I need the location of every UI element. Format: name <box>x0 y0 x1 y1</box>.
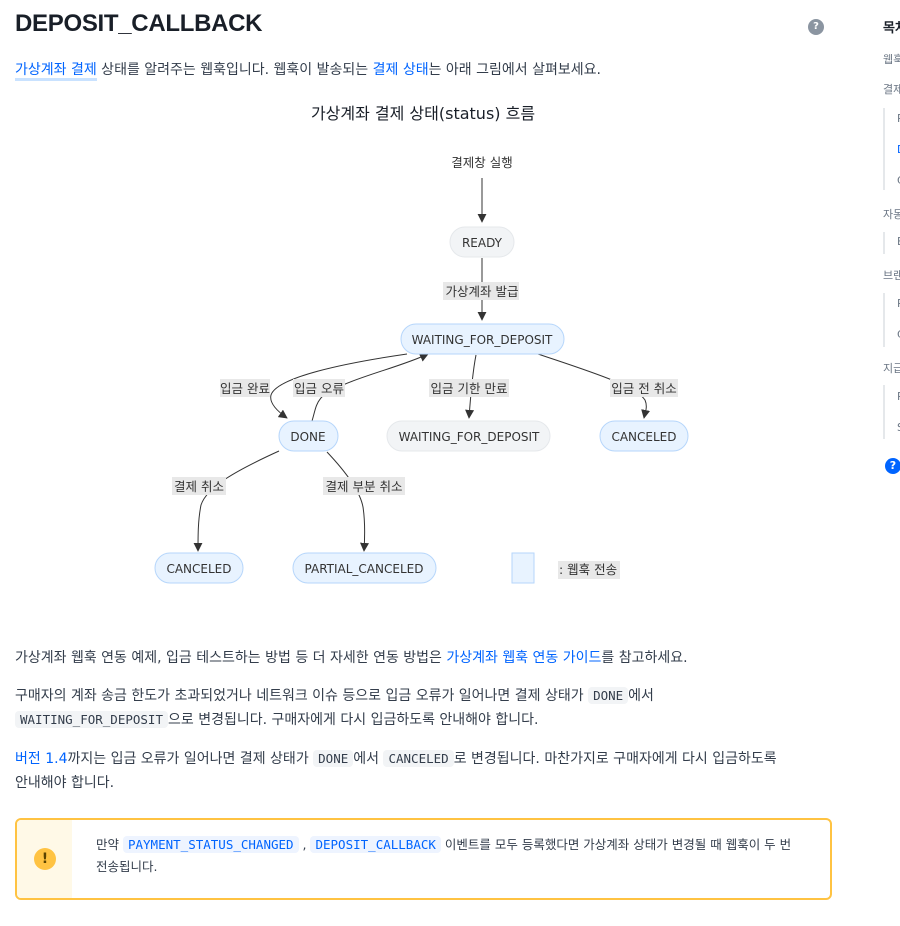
node-canceled-left-box <box>154 552 244 584</box>
node-partial-label: PARTIAL_CANCELED <box>305 562 424 576</box>
toc-sub-item-8[interactable]: S <box>897 421 900 434</box>
code-canceled: CANCELED <box>383 750 454 767</box>
code-done-2: DONE <box>313 750 354 767</box>
deposit-error-paragraph: 구매자의 계좌 송금 한도가 초과되었거나 네트워크 이슈 등으로 입금 오류가… <box>15 684 832 732</box>
diagram-title: 가상계좌 결제 상태(status) 흐름 <box>311 104 535 123</box>
version-text-4: 안내해야 합니다. <box>15 775 115 791</box>
virtual-account-payment-link[interactable]: 가상계좌 결제 <box>15 62 97 81</box>
help-icon[interactable]: ? <box>808 19 824 35</box>
toc-help-icon[interactable]: ? <box>885 458 900 474</box>
node-canceled-right-label: CANCELED <box>611 430 676 444</box>
node-waiting2-box <box>386 420 551 452</box>
edge-label-issue: 가상계좌 발급 <box>446 284 519 299</box>
callout-text-2: 이벤트를 모두 등록했다면 가상계좌 상태가 변경될 때 웹훅이 두 번 <box>440 837 792 852</box>
toc-sub-item-2[interactable]: D <box>897 143 900 156</box>
intro-text-1: 상태를 알려주는 웹훅입니다. 웹훅이 발송되는 <box>96 62 373 78</box>
payment-status-link[interactable]: 결제 상태 <box>372 62 429 78</box>
toc-sub-item-3[interactable]: C <box>897 174 900 187</box>
guide-text-2: 를 참고하세요. <box>601 650 688 666</box>
toc-sub-item-1[interactable]: P <box>897 112 900 125</box>
deposit-error-text-1: 구매자의 계좌 송금 한도가 초과되었거나 네트워크 이슈 등으로 입금 오류가… <box>15 688 589 704</box>
edge-deposit-done <box>270 353 408 419</box>
toc-item-webhook[interactable]: 웹훅 <box>883 53 900 66</box>
node-partial-box <box>292 552 437 584</box>
toc-sub-item-4[interactable]: B <box>897 235 900 248</box>
toc-sub-line-4 <box>883 385 885 439</box>
code-deposit-callback: DEPOSIT_CALLBACK <box>310 836 441 853</box>
guide-paragraph: 가상계좌 웹훅 연동 예제, 입금 테스트하는 방법 등 더 자세한 연동 방법… <box>15 646 688 670</box>
code-done: DONE <box>588 687 629 704</box>
edge-label-deposit-error: 입금 오류 <box>294 381 344 396</box>
warning-icon: ! <box>34 848 56 870</box>
version-text-1: 까지는 입금 오류가 일어나면 결제 상태가 <box>67 751 314 767</box>
node-waiting-label: WAITING_FOR_DEPOSIT <box>412 333 553 347</box>
version-link[interactable]: 버전 1.4 <box>15 751 68 767</box>
callout-sidebar: ! <box>17 820 72 898</box>
node-canceled-right-box <box>599 420 689 452</box>
code-waiting-for-deposit: WAITING_FOR_DEPOSIT <box>15 711 168 728</box>
toc-sub-line-3 <box>883 293 885 347</box>
version-text-2: 에서 <box>353 751 384 767</box>
toc-sub-item-6[interactable]: C <box>897 328 900 341</box>
node-waiting2-label: WAITING_FOR_DEPOSIT <box>399 430 540 444</box>
callout-text-3: 전송됩니다. <box>96 859 158 874</box>
webhook-guide-link[interactable]: 가상계좌 웹훅 연동 가이드 <box>446 650 602 666</box>
legend-swatch <box>511 552 535 584</box>
node-canceled-left-label: CANCELED <box>166 562 231 576</box>
toc-item-payment[interactable]: 결제 <box>883 83 900 96</box>
edge-label-deposit-expired: 입금 기한 만료 <box>431 381 508 396</box>
warning-callout: ! 만약 PAYMENT_STATUS_CHANGED , DEPOSIT_CA… <box>15 818 832 900</box>
node-ready-label: READY <box>462 236 503 250</box>
node-start: 결제창 실행 <box>451 155 512 170</box>
edge-label-cancel: 결제 취소 <box>174 479 224 494</box>
edge-cancel <box>193 450 280 552</box>
toc-item-payout[interactable]: 지급 <box>883 362 900 375</box>
toc-sub-line-2 <box>883 232 885 254</box>
page-title: DEPOSIT_CALLBACK <box>15 10 263 37</box>
edge-label-cancel-before: 입금 전 취소 <box>611 381 676 396</box>
callout-text: 만약 PAYMENT_STATUS_CHANGED , DEPOSIT_CALL… <box>96 834 830 878</box>
edge-label-partial-cancel: 결제 부분 취소 <box>326 479 403 494</box>
edge-label-deposit-done: 입금 완료 <box>220 381 270 396</box>
callout-sep: , <box>298 837 311 852</box>
status-flow-diagram: 가상계좌 결제 상태(status) 흐름 결제창 실행 READY WAITI… <box>154 104 689 584</box>
node-done-box <box>278 420 339 452</box>
toc-item-brand[interactable]: 브랜 <box>883 269 900 282</box>
legend-label: : 웹훅 전송 <box>559 562 617 577</box>
toc-sub-line-1 <box>883 108 885 190</box>
toc-item-auto[interactable]: 자동 <box>883 208 900 221</box>
guide-text-1: 가상계좌 웹훅 연동 예제, 입금 테스트하는 방법 등 더 자세한 연동 방법… <box>15 650 447 666</box>
toc-sub-item-5[interactable]: P <box>897 297 900 310</box>
callout-text-1: 만약 <box>96 837 123 852</box>
code-payment-status-changed: PAYMENT_STATUS_CHANGED <box>122 836 299 853</box>
node-ready-box <box>449 226 515 258</box>
intro-text-2: 는 아래 그림에서 살펴보세요. <box>428 62 601 78</box>
node-done-label: DONE <box>290 430 325 444</box>
version-text-3: 로 변경됩니다. 마찬가지로 구매자에게 다시 입금하도록 <box>453 751 777 767</box>
edge-partial-cancel <box>326 451 369 552</box>
toc-title: 목차 <box>883 21 900 36</box>
deposit-error-text-2: 에서 <box>628 688 654 704</box>
node-waiting-box <box>400 323 565 355</box>
deposit-error-text-3: 으로 변경됩니다. 구매자에게 다시 입금하도록 안내해야 합니다. <box>168 712 539 728</box>
toc-sub-item-7[interactable]: P <box>897 390 900 403</box>
intro-paragraph: 가상계좌 결제 상태를 알려주는 웹훅입니다. 웹훅이 발송되는 결제 상태는 … <box>15 58 601 82</box>
